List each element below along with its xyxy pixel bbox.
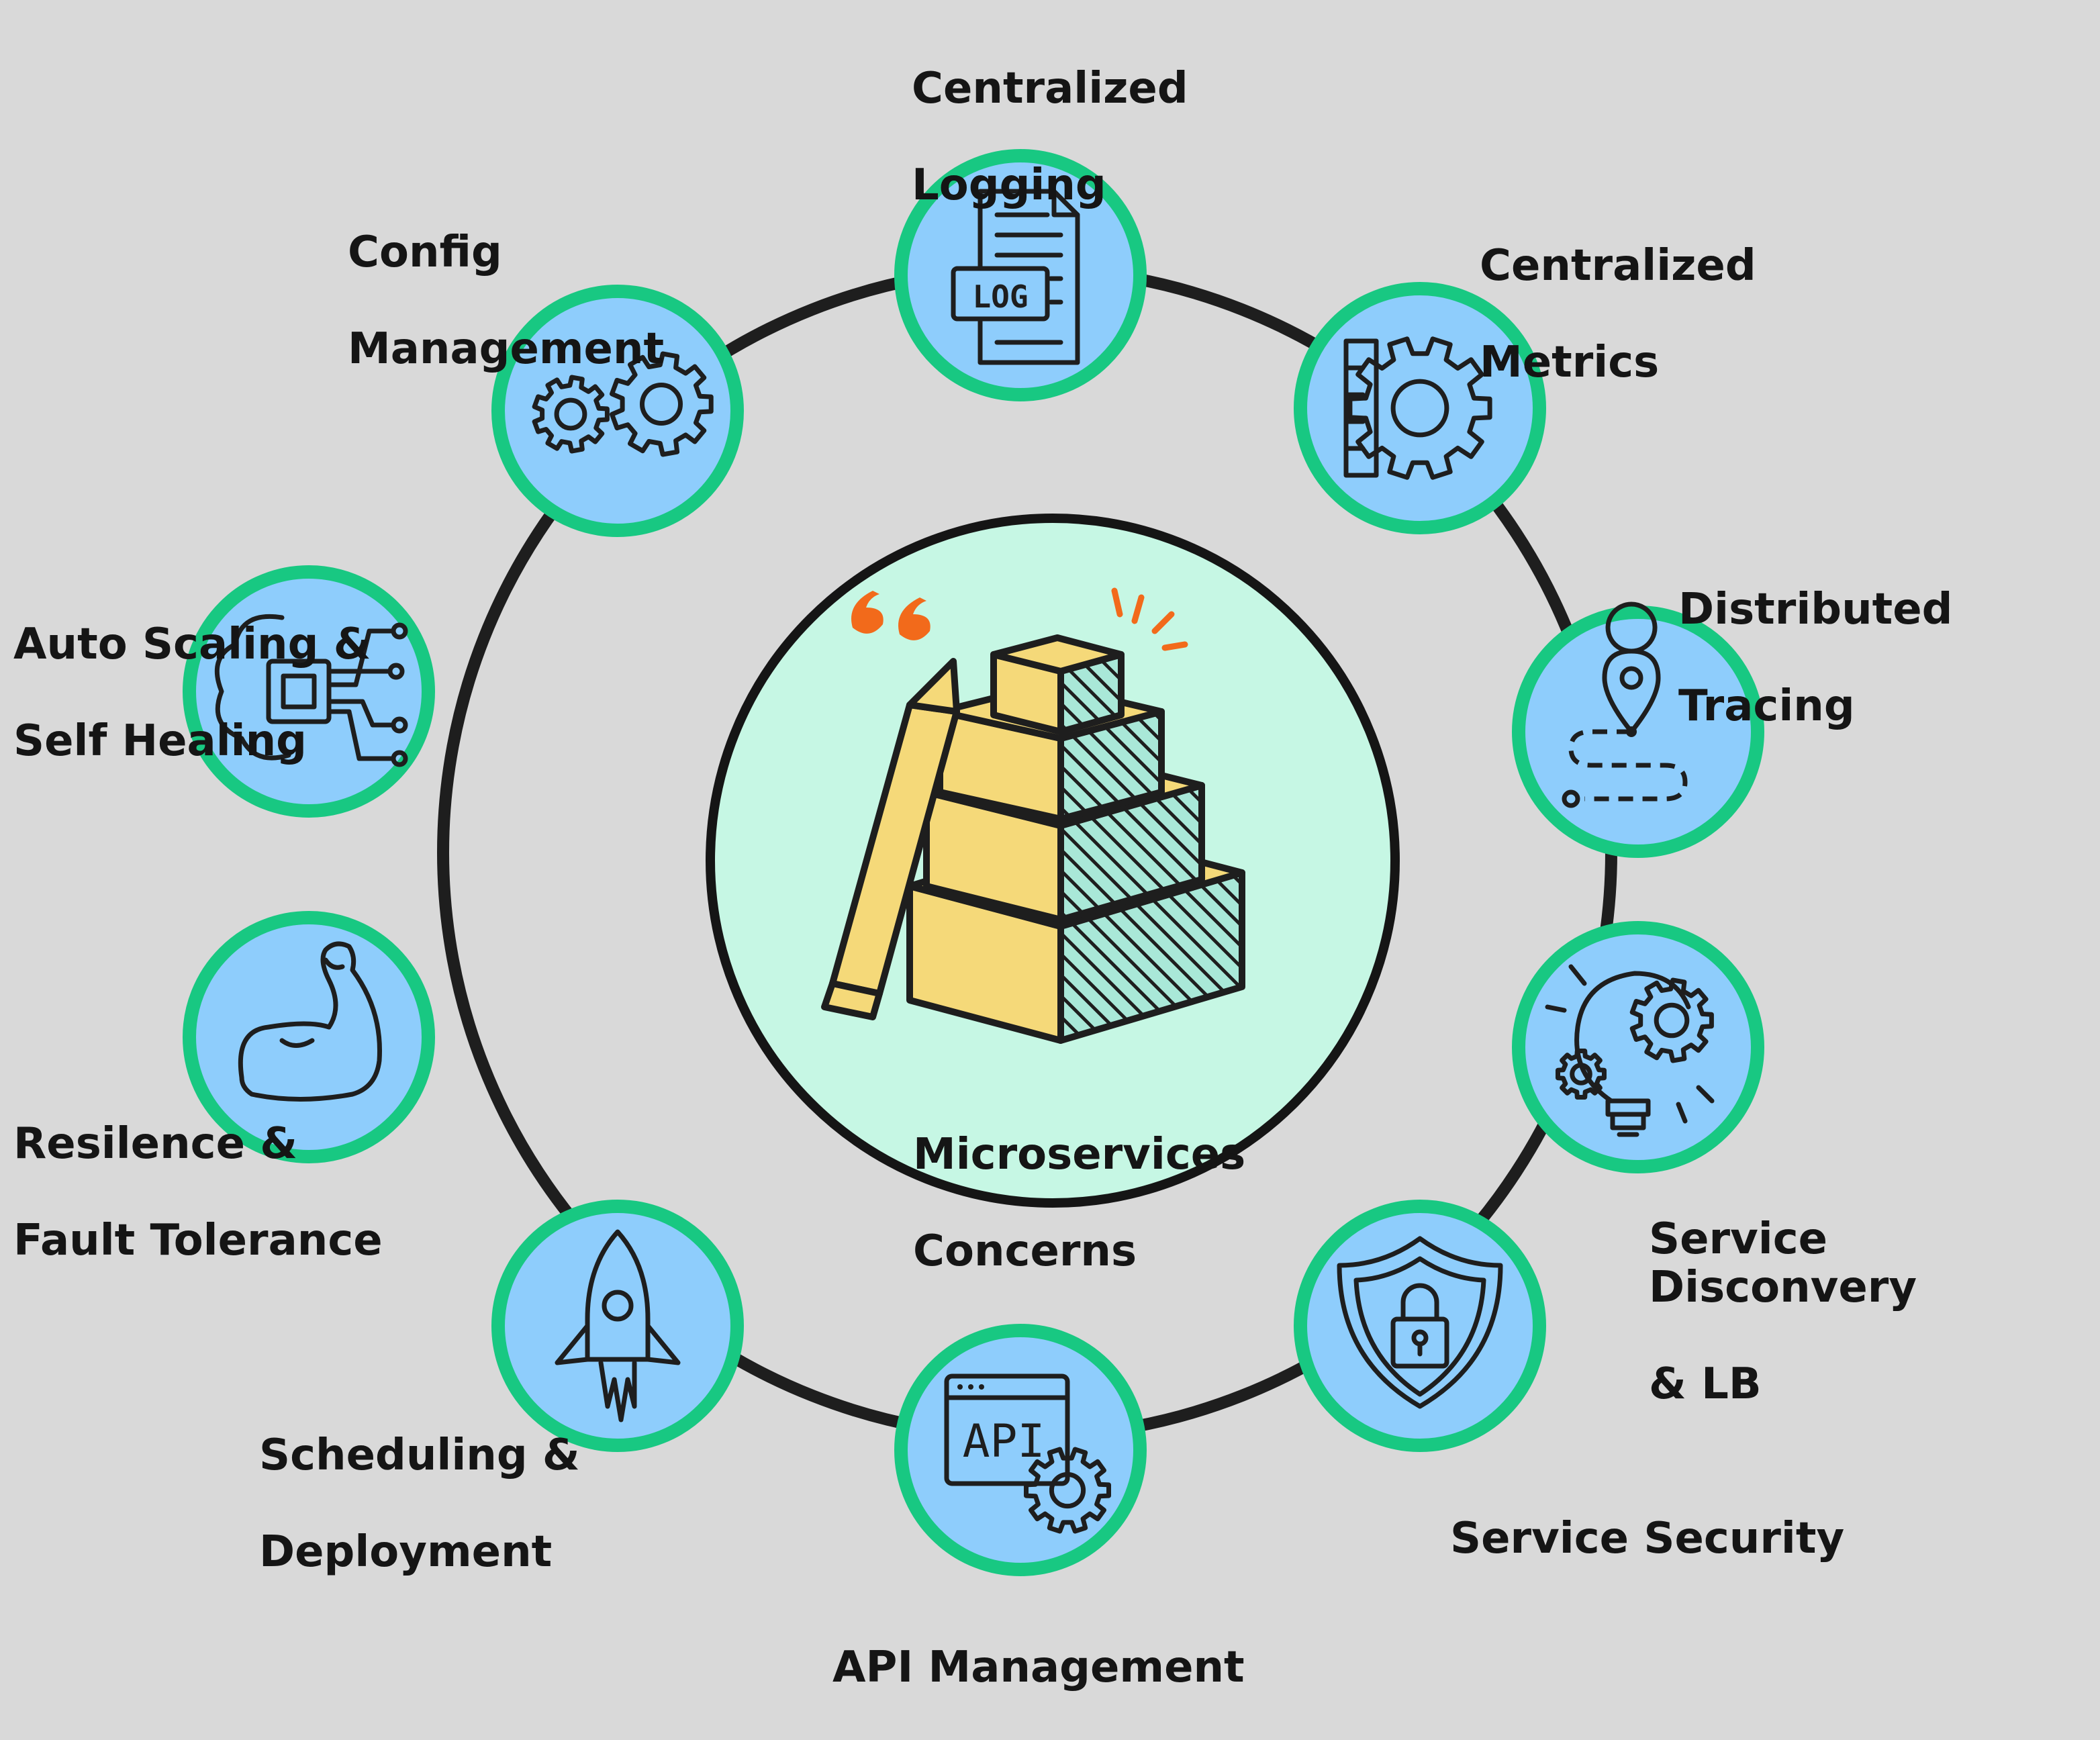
ruler-gear-icon <box>1343 336 1492 480</box>
flexed-arm-icon <box>238 941 382 1102</box>
node-circle <box>491 1200 744 1452</box>
label-centralized-logging: Centralized Logging <box>912 64 1188 210</box>
label-api-management: API Management <box>832 1643 1245 1692</box>
api-window-gear-icon: API <box>944 1373 1111 1534</box>
label-service-discovery: Service Disconvery & LB <box>1649 1214 1917 1409</box>
brain-chip-icon <box>214 614 408 767</box>
lightbulb-gears-icon <box>1545 964 1715 1137</box>
diagram-canvas: LOG API <box>183 149 1764 1576</box>
node-config-management <box>491 285 744 537</box>
node-service-discovery <box>1512 921 1764 1173</box>
center-title: Microservices Concerns <box>913 1130 1246 1276</box>
rocket-icon <box>555 1229 681 1422</box>
two-gears-icon <box>532 351 714 457</box>
log-icon-text: LOG <box>972 279 1028 315</box>
api-icon-text: API <box>963 1415 1045 1468</box>
node-circle <box>1512 606 1764 858</box>
node-resilience-fault-tolerance <box>183 911 435 1163</box>
label-auto-scaling-self-healing: Auto Scaling & Self Healing <box>13 620 371 766</box>
quote-marks-icon <box>851 591 930 640</box>
node-circle <box>1294 1200 1546 1452</box>
sparkle-icon <box>1111 587 1188 651</box>
node-auto-scaling-self-healing <box>183 565 435 818</box>
node-centralized-metrics <box>1294 282 1546 534</box>
node-scheduling-deployment <box>491 1200 744 1452</box>
center-hub <box>706 514 1400 1208</box>
node-service-security <box>1294 1200 1546 1452</box>
map-pin-path-icon <box>1562 601 1688 808</box>
label-config-management: Config Management <box>348 228 665 374</box>
stacked-blocks-icon <box>906 634 1245 1044</box>
node-circle <box>1294 282 1546 534</box>
node-circle <box>894 1324 1147 1576</box>
node-api-management: API <box>894 1324 1147 1576</box>
node-distributed-tracing <box>1512 601 1764 858</box>
log-file-icon: LOG <box>951 189 1080 365</box>
label-resilience-fault-tolerance: Resilence & Fault Tolerance <box>13 1119 383 1265</box>
label-scheduling-deployment: Scheduling & Deployment <box>259 1431 580 1577</box>
shield-lock-icon <box>1337 1236 1503 1409</box>
node-centralized-logging: LOG <box>894 149 1147 401</box>
label-distributed-tracing: Distributed Tracing <box>1678 585 1953 731</box>
label-centralized-metrics: Centralized Metrics <box>1480 241 1756 387</box>
label-service-security: Service Security <box>1450 1514 1845 1563</box>
node-circle <box>183 911 435 1163</box>
node-circle <box>1512 921 1764 1173</box>
pencil-icon <box>821 658 960 1020</box>
